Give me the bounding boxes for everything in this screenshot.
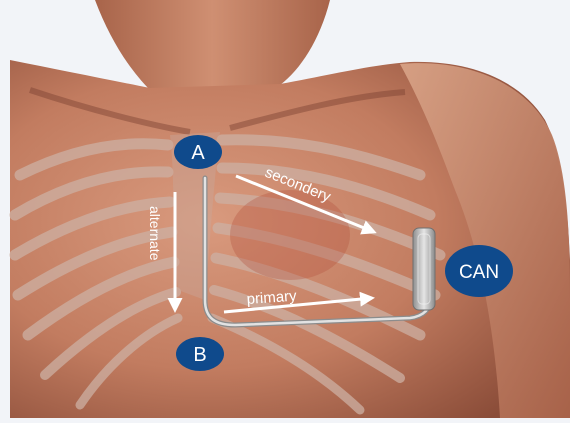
can-label: CAN — [459, 262, 499, 283]
heart-region — [230, 190, 350, 280]
point-a-label: A — [191, 142, 205, 164]
primary-label: primary — [246, 288, 298, 308]
point-b-label: B — [193, 344, 206, 366]
can-marker: CAN — [445, 245, 513, 297]
point-b-marker: B — [176, 337, 224, 371]
alternate-label: alternate — [147, 206, 163, 261]
defibrillator-can — [413, 228, 435, 310]
point-a-marker: A — [174, 135, 222, 169]
